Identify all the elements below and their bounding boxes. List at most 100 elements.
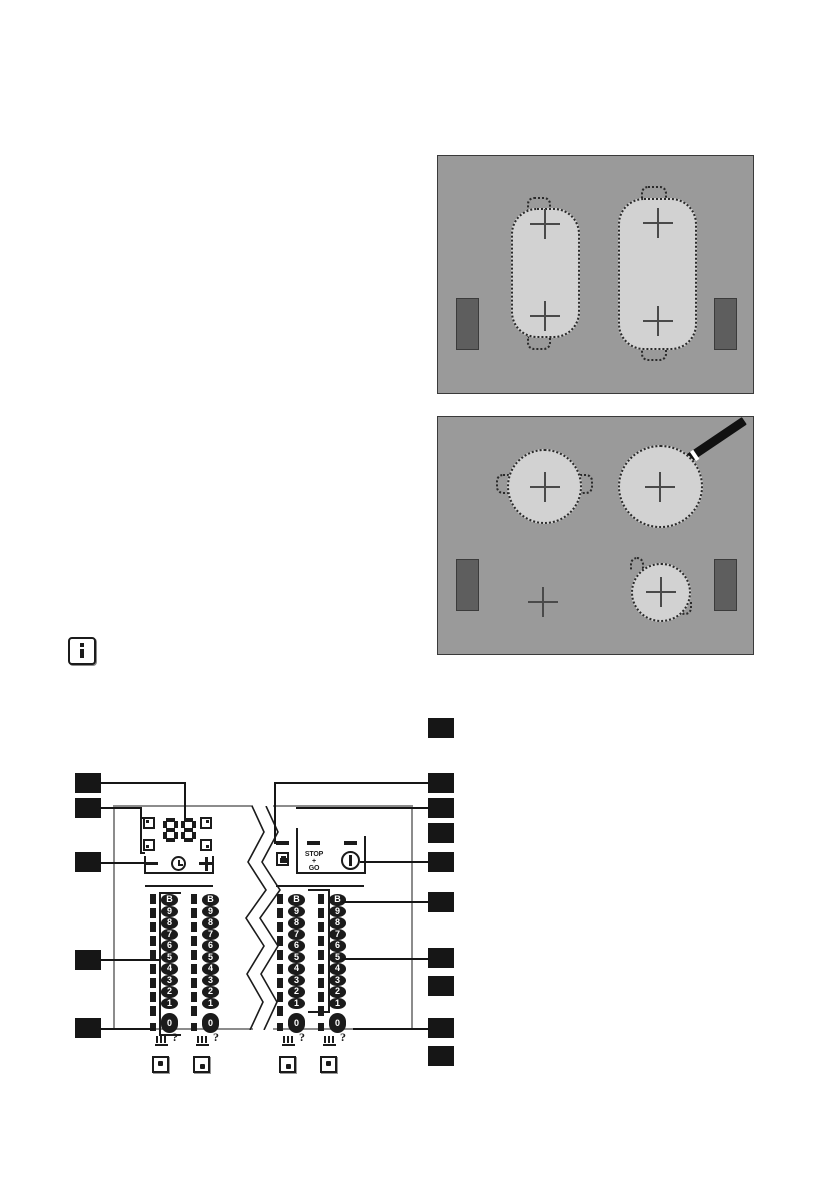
control-knob-right (714, 298, 737, 350)
heat-level[interactable]: B (202, 894, 219, 906)
heat-level[interactable]: 8 (202, 917, 219, 929)
heat-level[interactable]: 1 (329, 997, 346, 1009)
callout-leader-right-2 (274, 782, 428, 784)
zone-centre-mark (645, 472, 675, 502)
heat-level[interactable]: 7 (288, 928, 305, 940)
callout-marker-right-10 (428, 1046, 454, 1066)
heat-level[interactable]: B (288, 894, 305, 906)
zone-centre-mark (530, 301, 560, 331)
heat-level[interactable]: 6 (329, 940, 346, 952)
callout-leader-left-3 (101, 862, 145, 864)
heat-level[interactable]: 8 (161, 917, 178, 929)
heat-level-off[interactable]: 0 (288, 1013, 305, 1033)
heat-level[interactable]: 5 (202, 951, 219, 963)
timer-minus-icon[interactable] (145, 862, 158, 865)
heat-level-column-zone-1[interactable]: B 9 8 7 6 5 4 3 2 1 0 (161, 894, 178, 1033)
timer-group-bracket-left (144, 856, 146, 874)
heat-level[interactable]: 2 (288, 986, 305, 998)
heat-level[interactable]: 3 (202, 974, 219, 986)
heating-zone-icon (323, 1034, 336, 1046)
heat-level[interactable]: 2 (202, 986, 219, 998)
callout-leader-right-2-v (274, 782, 276, 836)
stop-go-icon[interactable]: STOP + GO (299, 851, 329, 872)
callout-leader-right-5 (360, 861, 428, 863)
heat-level[interactable]: B (329, 894, 346, 906)
heat-level[interactable]: 1 (288, 997, 305, 1009)
heat-level-column-zone-4[interactable]: B 9 8 7 6 5 4 3 2 1 0 (329, 894, 346, 1033)
zone-select-button-3[interactable] (279, 1056, 296, 1073)
control-knob-right (714, 559, 737, 611)
function-group-bracket-left (274, 836, 276, 844)
residual-heat-icon: ? (299, 1030, 305, 1044)
heat-level[interactable]: 4 (329, 963, 346, 975)
callout-leader-left-4 (101, 959, 161, 961)
timer-indicator-bottom-right (200, 839, 212, 851)
callout-marker-left-5 (75, 1018, 101, 1038)
heat-level[interactable]: 5 (288, 951, 305, 963)
heat-level[interactable]: 1 (161, 997, 178, 1009)
heat-level[interactable]: 2 (161, 986, 178, 998)
zone-centre-mark (643, 208, 673, 238)
zone-select-button-2[interactable] (193, 1056, 210, 1073)
callout-leader-left-1-v (184, 782, 186, 818)
heat-level[interactable]: 5 (161, 951, 178, 963)
callout-leader-right-7 (342, 958, 428, 960)
heat-level[interactable]: 6 (288, 940, 305, 952)
heat-level-column-zone-2[interactable]: B 9 8 7 6 5 4 3 2 1 0 (202, 894, 219, 1033)
heat-level[interactable]: 1 (202, 997, 219, 1009)
heat-level[interactable]: 8 (288, 917, 305, 929)
info-note (68, 637, 96, 665)
heat-level[interactable]: 9 (202, 905, 219, 917)
slider-touch-strip[interactable] (150, 894, 156, 1035)
timer-digit (163, 818, 178, 842)
timer-clock-icon[interactable] (171, 856, 186, 871)
timer-display (163, 818, 196, 842)
heat-level[interactable]: B (161, 894, 178, 906)
heat-level-off[interactable]: 0 (329, 1013, 346, 1033)
indicator-group-bracket-top (140, 817, 145, 819)
power-icon[interactable] (341, 851, 360, 870)
control-panel-left-half (113, 805, 253, 1030)
heat-level[interactable]: 6 (161, 940, 178, 952)
heat-level[interactable]: 7 (329, 928, 346, 940)
stop-go-line2: + (312, 858, 316, 865)
heat-level[interactable]: 9 (161, 905, 178, 917)
heat-level[interactable]: 4 (202, 963, 219, 975)
timer-plus-icon[interactable] (199, 856, 213, 871)
heat-level[interactable]: 3 (329, 974, 346, 986)
zone-4-slider-bracket (308, 889, 330, 1013)
heat-level[interactable]: 9 (288, 905, 305, 917)
heat-level[interactable]: 2 (329, 986, 346, 998)
slider-touch-strip[interactable] (277, 894, 283, 1035)
zone-select-button-1[interactable] (152, 1056, 169, 1073)
heat-level[interactable]: 9 (329, 905, 346, 917)
callout-marker-right-3 (428, 798, 454, 818)
zone-centre-mark (643, 306, 673, 336)
cookware-handle-top-left (527, 197, 551, 211)
residual-heat-icon: ? (172, 1030, 178, 1044)
control-knob-left (456, 559, 479, 611)
lock-icon[interactable] (276, 852, 289, 866)
heat-level[interactable]: 7 (202, 928, 219, 940)
heat-level[interactable]: 8 (329, 917, 346, 929)
heat-level[interactable]: 4 (288, 963, 305, 975)
zone-select-button-4[interactable] (320, 1056, 337, 1073)
heat-level[interactable]: 3 (288, 974, 305, 986)
control-panel-diagram: 8 8 STOP + GO (60, 700, 480, 1100)
slider-touch-strip[interactable] (191, 894, 197, 1035)
heat-level[interactable]: 3 (161, 974, 178, 986)
stopgo-group-bracket-left (296, 828, 298, 874)
heat-level[interactable]: 5 (329, 951, 346, 963)
heat-level[interactable]: 7 (161, 928, 178, 940)
heat-level[interactable]: 4 (161, 963, 178, 975)
heat-level-column-zone-3[interactable]: B 9 8 7 6 5 4 3 2 1 0 (288, 894, 305, 1033)
heat-level-off[interactable]: 0 (202, 1013, 219, 1033)
callout-marker-right-4 (428, 823, 454, 843)
callout-marker-left-4 (75, 950, 101, 970)
callout-marker-right-7 (428, 948, 454, 968)
callout-marker-left-1 (75, 773, 101, 793)
callout-marker-left-3 (75, 852, 101, 872)
heat-level-off[interactable]: 0 (161, 1013, 178, 1033)
callout-leader-left-2-v (140, 807, 142, 819)
heat-level[interactable]: 6 (202, 940, 219, 952)
